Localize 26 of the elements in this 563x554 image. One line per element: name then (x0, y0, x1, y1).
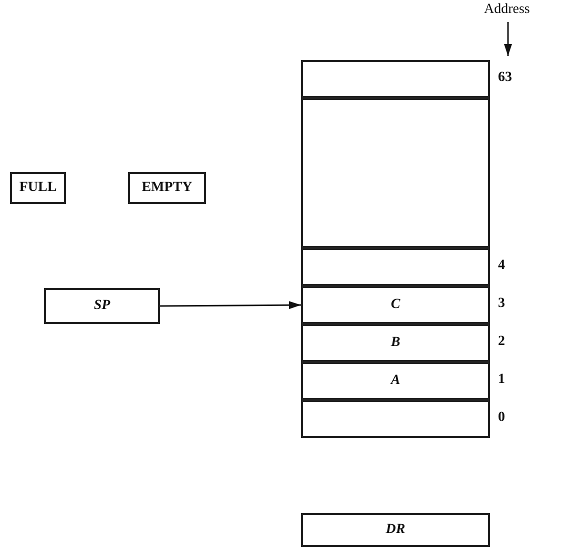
flag-box (128, 172, 206, 204)
stack-item: A (390, 373, 400, 389)
register-name: DR (386, 522, 406, 538)
address-number: 4 (498, 258, 505, 274)
stack-item: B (390, 335, 400, 351)
register-name: SP (94, 298, 110, 314)
register-box (301, 513, 490, 547)
axis-label: Address (484, 2, 530, 18)
address-number: 0 (498, 410, 505, 426)
address-number: 2 (498, 334, 505, 350)
address-number: 3 (498, 296, 505, 312)
address-number: 63 (498, 70, 512, 86)
stack-item: C (390, 297, 400, 313)
memory-cell (301, 362, 490, 400)
memory-cell (301, 98, 490, 248)
arrow (160, 301, 301, 310)
flag-box (10, 172, 66, 204)
memory-cell (301, 60, 490, 98)
register-box (44, 288, 160, 324)
memory-cell (301, 400, 490, 438)
address-number: 1 (498, 372, 505, 388)
memory-cell (301, 248, 490, 286)
flag-label: EMPTY (142, 180, 192, 196)
memory-cell (301, 324, 490, 362)
memory-cell (301, 286, 490, 324)
flag-label: FULL (19, 180, 57, 196)
